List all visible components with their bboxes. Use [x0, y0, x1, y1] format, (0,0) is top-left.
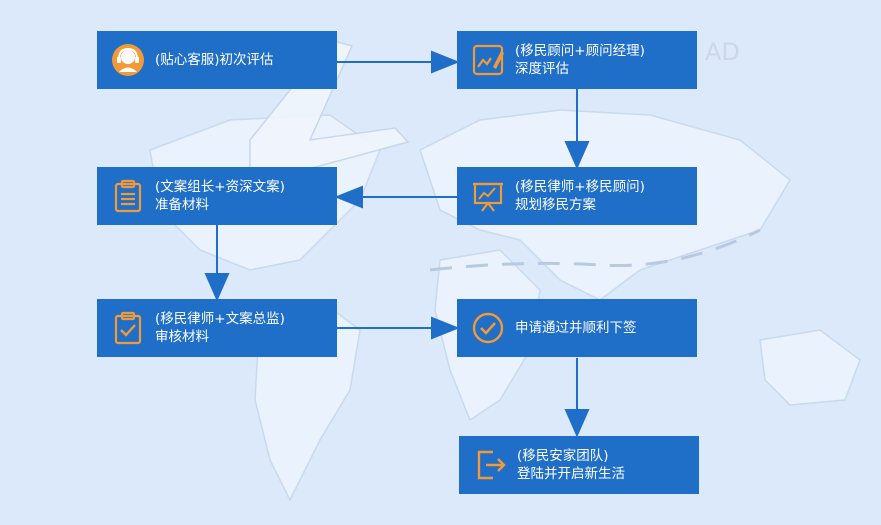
- step-plan-immigration: (移民律师+移民顾问) 规划移民方案: [457, 167, 697, 225]
- step-label: (移民安家团队) 登陆并开启新生活: [517, 447, 625, 483]
- step-label: (移民顾问+顾问经理) 深度评估: [515, 42, 645, 78]
- step-review-materials: (移民律师+文案总监) 审核材料: [97, 299, 337, 357]
- step-label: (移民律师+移民顾问) 规划移民方案: [515, 178, 645, 214]
- step-land-new-life: (移民安家团队) 登陆并开启新生活: [459, 436, 699, 494]
- step-approval-visa: 申请通过并顺利下签: [457, 299, 697, 357]
- step-prepare-materials: (文案组长+资深文案) 准备材料: [97, 167, 337, 225]
- step-initial-assessment: (贴心客服)初次评估: [97, 31, 337, 89]
- step-label-line: (文案组长+资深文案): [155, 179, 285, 195]
- step-label-line: 审核材料: [155, 329, 209, 345]
- step-label-line: (移民安家团队): [517, 448, 609, 464]
- clipboard-list-icon: [111, 179, 145, 213]
- step-label-line: 申请通过并顺利下签: [515, 320, 637, 336]
- step-label: 申请通过并顺利下签: [515, 319, 637, 337]
- step-in-depth-assessment: (移民顾问+顾问经理) 深度评估: [457, 31, 697, 89]
- clipboard-check-icon: [111, 311, 145, 345]
- step-label-line: (移民顾问+顾问经理): [515, 43, 645, 59]
- step-label-line: (移民律师+文案总监): [155, 311, 285, 327]
- customer-service-headset-icon: [111, 43, 145, 77]
- step-label-line: 深度评估: [515, 61, 569, 77]
- step-label-line: (移民律师+移民顾问): [515, 179, 645, 195]
- step-label-line: 登陆并开启新生活: [517, 466, 625, 482]
- step-label-line: (贴心客服)初次评估: [155, 52, 274, 68]
- step-label-line: 准备材料: [155, 197, 209, 213]
- step-label: (贴心客服)初次评估: [155, 51, 274, 69]
- step-label: (文案组长+资深文案) 准备材料: [155, 178, 285, 214]
- edit-document-icon: [471, 43, 505, 77]
- check-circle-icon: [471, 311, 505, 345]
- presentation-board-icon: [471, 179, 505, 213]
- exit-arrow-icon: [473, 448, 507, 482]
- svg-text:AD: AD: [705, 38, 740, 66]
- step-label-line: 规划移民方案: [515, 197, 596, 213]
- step-label: (移民律师+文案总监) 审核材料: [155, 310, 285, 346]
